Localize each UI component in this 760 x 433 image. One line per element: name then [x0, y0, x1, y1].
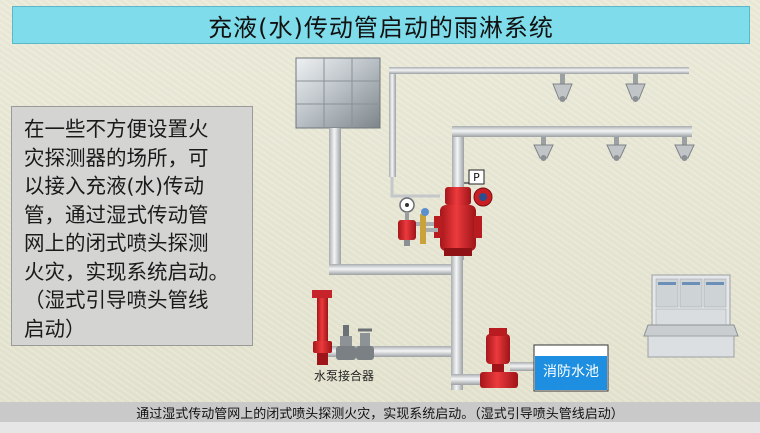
tank-down-pipe: [329, 128, 341, 274]
sprinkler-main: [452, 126, 692, 137]
supply-riser: [451, 256, 463, 390]
pressure-switch-label: P: [473, 171, 480, 184]
sprinkler-head-icon: [674, 137, 695, 161]
pump-pipe: [451, 374, 493, 385]
rain-system-diagram: P: [295, 57, 739, 392]
description-line: 火灾，实现系统启动。: [24, 259, 229, 284]
control-cabinet: [643, 274, 739, 358]
page-title: 充液(水)传动管启动的雨淋系统: [12, 6, 750, 44]
pump-adapter: [312, 290, 374, 365]
fire-pump: [480, 328, 518, 388]
water-tank: [295, 57, 381, 129]
wet-pipe-top: [389, 67, 689, 74]
deluge-valve: [434, 187, 493, 256]
wet-pipe-riser: [389, 67, 396, 177]
description-line: 启动）: [24, 316, 86, 341]
description-line: 在一些不方便设置火: [24, 117, 209, 141]
fire-pool: 消防水池: [533, 344, 609, 392]
pressure-switch: P: [464, 169, 485, 185]
sprinkler-head-icon: [625, 74, 646, 102]
adapter-pipe: [327, 346, 451, 357]
pool-pipe: [510, 362, 536, 371]
caption: 通过湿式传动管网上的闭式喷头探测火灾，实现系统启动。（湿式引导喷头管线启动）: [0, 402, 760, 422]
description-line: 灾探测器的场所，可: [24, 145, 209, 170]
description-box: 在一些不方便设置火 灾探测器的场所，可 以接入充液(水)传动 管，通过湿式传动管…: [11, 106, 253, 346]
description-line: 以接入充液(水)传动: [24, 174, 204, 198]
description-line: 管，通过湿式传动管: [24, 202, 209, 227]
description-line: （湿式引导喷头管线: [24, 288, 209, 312]
transmission-tube: [390, 177, 440, 198]
bottom-strip: [0, 422, 760, 433]
valve-trim: [398, 197, 438, 246]
fire-pool-label: 消防水池: [543, 364, 599, 380]
sprinkler-head-icon: [552, 74, 573, 102]
sprinkler-head-icon: [606, 137, 627, 161]
pump-adapter-label: 水泵接合器: [314, 368, 374, 383]
tank-connect-pipe: [329, 264, 463, 275]
sprinkler-head-icon: [533, 137, 554, 161]
description-line: 网上的闭式喷头探测: [24, 231, 209, 255]
